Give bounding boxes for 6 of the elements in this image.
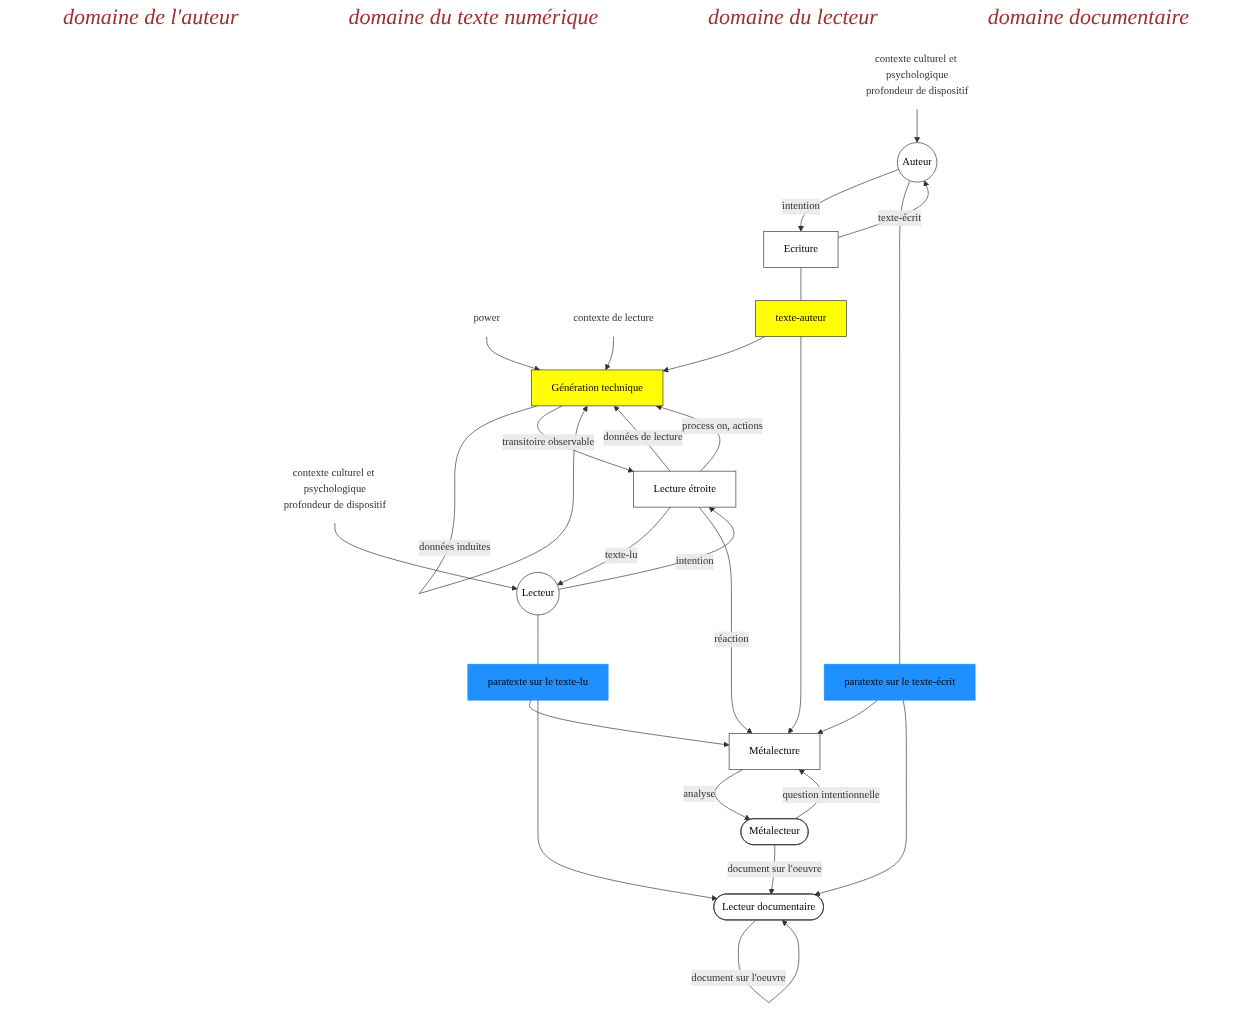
domain-label: domaine du texte numérique xyxy=(348,6,599,30)
connector xyxy=(899,180,911,665)
domain-label: domaine du lecteur xyxy=(708,6,878,30)
domain-label: domaine de l'auteur xyxy=(62,6,239,30)
connector xyxy=(800,267,802,301)
domain-label: domaine documentaire xyxy=(987,6,1190,30)
